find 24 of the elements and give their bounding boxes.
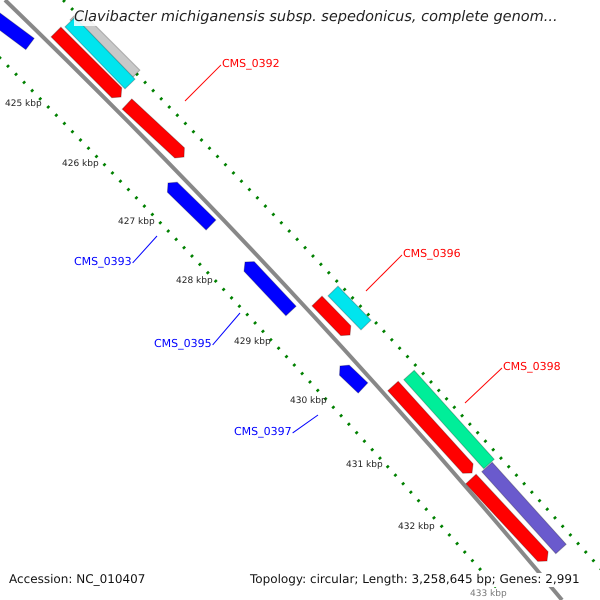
leader-line <box>212 312 240 346</box>
scale-label: 425 kbp <box>5 99 42 110</box>
footer-text: Topology: circular; Length: 3,258,645 bp; Genes: 2,991 <box>250 573 580 587</box>
leader-line <box>464 367 502 404</box>
map-title: Clavibacter michiganensis subsp. sepedonicus, complete genom... <box>74 9 558 26</box>
scale-label: 432 kbp <box>398 522 435 532</box>
gene-label: CMS_0396 <box>403 248 461 261</box>
footer-text: Accession: NC_010407 <box>9 573 146 587</box>
scale-label: 431 kbp <box>346 460 383 470</box>
leader-line <box>292 414 318 434</box>
scale-label: 429 kbp <box>234 337 271 348</box>
scale-label: 427 kbp <box>118 217 155 228</box>
scale-label: 430 kbp <box>290 396 327 406</box>
scale-label: 426 kbp <box>62 159 99 170</box>
leader-line <box>184 64 222 102</box>
gene-label: CMS_0392 <box>222 58 280 71</box>
scale-label: 428 kbp <box>176 276 213 286</box>
gene-label: CMS_0393 <box>74 256 132 269</box>
leader-line <box>366 254 402 292</box>
leader-line <box>132 236 158 264</box>
gene-label: CMS_0397 <box>234 426 292 439</box>
gene-label: CMS_0398 <box>503 361 561 374</box>
scale-label: 433 kbp <box>470 589 507 600</box>
gene-label: CMS_0395 <box>154 338 212 351</box>
